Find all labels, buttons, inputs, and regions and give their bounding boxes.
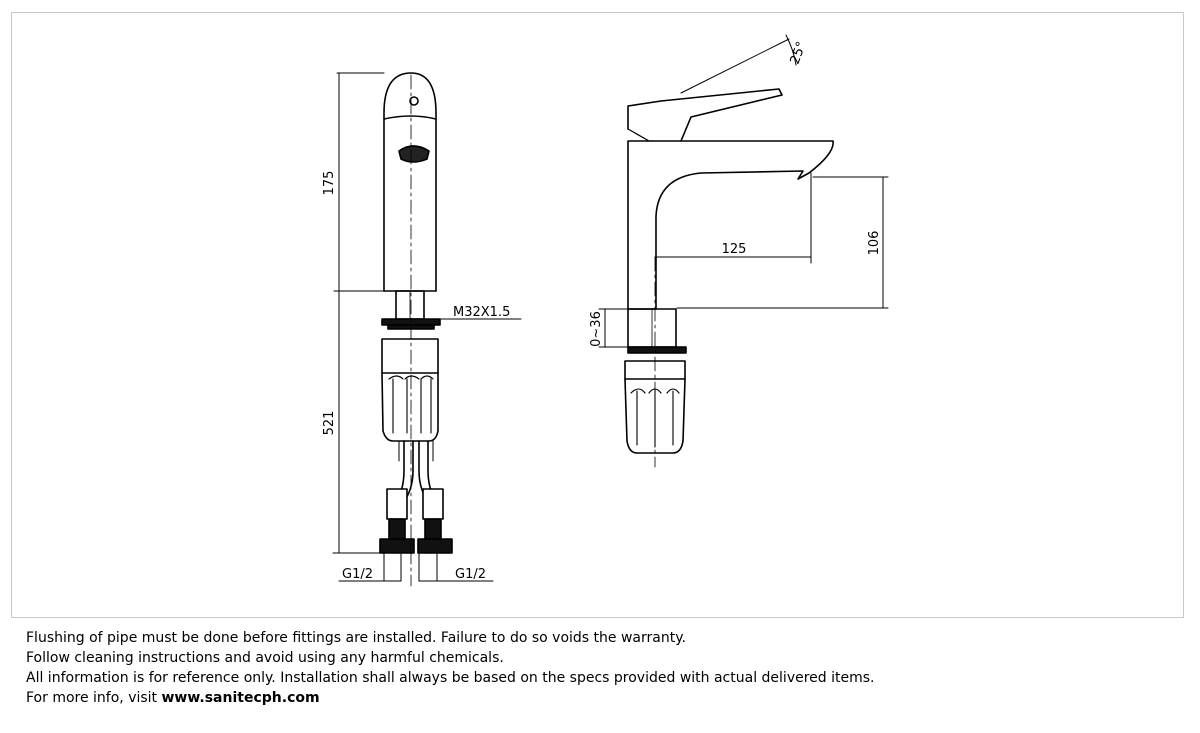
note-more-info: For more info, visit www.sanitecph.com xyxy=(26,688,1176,708)
note-flushing: Flushing of pipe must be done before fit… xyxy=(26,630,686,646)
dim-lever-angle: 25° xyxy=(788,40,810,67)
dim-reach: 125 xyxy=(722,242,747,257)
side-view xyxy=(598,34,889,468)
note-more-info-prefix: For more info, visit xyxy=(26,690,162,706)
front-mounting-nut xyxy=(381,338,439,374)
front-connector-left xyxy=(379,538,415,554)
note-reference: All information is for reference only. I… xyxy=(26,670,875,686)
front-body-outline xyxy=(383,72,437,292)
dim-connection-right: G1/2 xyxy=(455,567,486,582)
dim-thread: M32X1.5 xyxy=(453,305,510,320)
drawing-canvas: 175 521 M32X1.5 G1/2 G1/2 xyxy=(322,34,889,587)
website-link[interactable]: www.sanitecph.com xyxy=(161,690,320,706)
front-lever-top xyxy=(383,115,437,120)
front-lever-dot xyxy=(409,96,419,106)
side-body-outline xyxy=(627,140,834,310)
front-aerator xyxy=(398,145,430,163)
notes-section: Flushing of pipe must be done before fit… xyxy=(26,628,1176,708)
technical-drawing: 175 521 M32X1.5 G1/2 G1/2 xyxy=(11,12,1184,618)
dim-deck-range: 0~36 xyxy=(589,311,604,347)
dim-connection-left: G1/2 xyxy=(342,567,373,582)
front-connector-right xyxy=(417,538,453,554)
side-lever xyxy=(627,88,783,142)
dim-spout-height: 106 xyxy=(867,231,882,256)
front-view xyxy=(332,72,522,587)
note-cleaning: Follow cleaning instructions and avoid u… xyxy=(26,650,504,666)
dim-175: 175 xyxy=(322,171,337,196)
dim-521: 521 xyxy=(322,411,337,436)
